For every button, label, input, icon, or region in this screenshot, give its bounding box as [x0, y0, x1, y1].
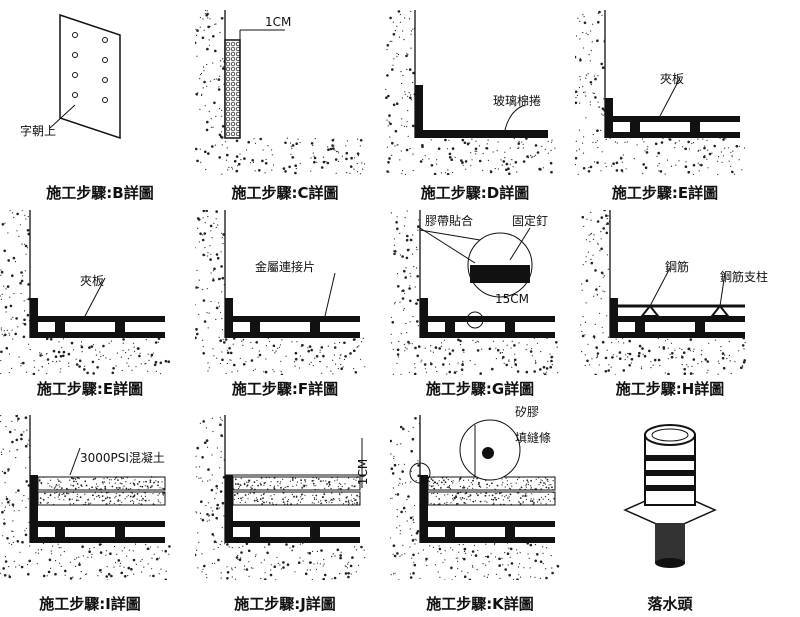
- panel-caption: 施工步驟:D詳圖: [385, 182, 565, 203]
- drawing: [0, 210, 180, 375]
- annotation-label: 15CM: [495, 292, 529, 306]
- annotation-label: 1CM: [356, 459, 370, 485]
- panel-g: 膠帶貼合 固定釘 15CM 施工步驟:G詳圖: [390, 210, 570, 410]
- annotation-label: 玻璃棉捲: [493, 92, 541, 109]
- panel-caption: 施工步驟:C詳圖: [195, 182, 375, 203]
- panel-h: 鋼筋鋼筋支柱施工步驟:H詳圖: [580, 210, 760, 410]
- panel-caption: 施工步驟:E詳圖: [575, 182, 755, 203]
- annotation-label: 夾板: [80, 272, 104, 289]
- drawing: [390, 210, 570, 375]
- annotation-label: 固定釘: [512, 212, 548, 229]
- panel-e2: 夾板施工步驟:E詳圖: [0, 210, 180, 410]
- panel-caption: 落水頭: [580, 593, 760, 614]
- annotation-label: 矽膠: [515, 403, 539, 420]
- drawing: [195, 10, 375, 175]
- panel-caption: 施工步驟:B詳圖: [10, 182, 190, 203]
- panel-f: 金屬連接片施工步驟:F詳圖: [195, 210, 375, 410]
- annotation-label: 膠帶貼合: [425, 212, 473, 229]
- panel-j: 1CM 施工步驟:J詳圖: [195, 415, 375, 615]
- panel-caption: 施工步驟:K詳圖: [390, 593, 570, 614]
- annotation-label: 3000PSI混凝土: [80, 449, 165, 466]
- drawing: [575, 10, 755, 175]
- panel-b: 字朝上施工步驟:B詳圖: [10, 10, 190, 210]
- panel-caption: 施工步驟:H詳圖: [580, 378, 760, 399]
- annotation-label: 字朝上: [20, 122, 56, 139]
- panel-i: 3000PSI混凝土施工步驟:I詳圖: [0, 415, 180, 615]
- panel-caption: 施工步驟:G詳圖: [390, 378, 570, 399]
- drawing: [580, 415, 760, 580]
- panel-c: 1CM 施工步驟:C詳圖: [195, 10, 375, 210]
- annotation-label: 1CM: [265, 15, 291, 29]
- panel-caption: 施工步驟:J詳圖: [195, 593, 375, 614]
- drawing: [580, 210, 760, 375]
- annotation-label: 鋼筋: [665, 258, 689, 275]
- annotation-label: 金屬連接片: [255, 258, 315, 275]
- drawing: [10, 10, 190, 175]
- panel-caption: 施工步驟:F詳圖: [195, 378, 375, 399]
- drawing: [195, 415, 375, 580]
- drawing: [0, 415, 180, 580]
- panel-e1: 夾板施工步驟:E詳圖: [575, 10, 755, 210]
- panel-d: 玻璃棉捲施工步驟:D詳圖: [385, 10, 565, 210]
- panel-k: 矽膠填縫條施工步驟:K詳圖: [390, 415, 570, 615]
- panel-caption: 施工步驟:E詳圖: [0, 378, 180, 399]
- panel-caption: 施工步驟:I詳圖: [0, 593, 180, 614]
- annotation-label: 填縫條: [515, 429, 551, 446]
- annotation-label: 夾板: [660, 70, 684, 87]
- drawing: [195, 210, 375, 375]
- annotation-label: 鋼筋支柱: [720, 268, 768, 285]
- panel-drain: 落水頭: [580, 415, 760, 615]
